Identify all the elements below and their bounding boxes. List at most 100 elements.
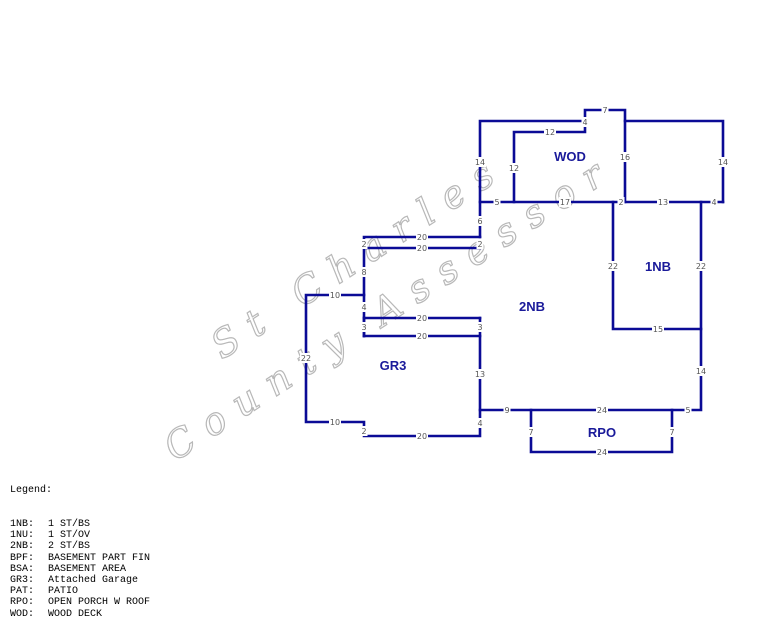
legend-item: WOD: WOOD DECK [10, 609, 150, 620]
area-label-wod: WOD [554, 149, 586, 164]
dimension-label-bg [607, 261, 619, 271]
legend-title: Legend: [10, 485, 53, 497]
dimension-label-bg [416, 313, 428, 323]
left-wing [304, 293, 482, 438]
legend-desc: WOOD DECK [48, 608, 103, 620]
dimension-label-bg [503, 405, 511, 415]
dimension-label: 4 [361, 303, 366, 312]
legend-desc: BASEMENT AREA [48, 563, 127, 575]
dimension-label: 20 [417, 244, 427, 253]
dimension-label-bg [695, 366, 707, 376]
dimension-label-bg [544, 127, 556, 137]
dimension-label-bg [329, 417, 341, 427]
legend-item: BSA: BASEMENT AREA [10, 564, 150, 575]
area-label-rpo: RPO [588, 425, 616, 440]
nb1-outline [611, 200, 703, 331]
dimension-label: 14 [475, 158, 485, 167]
dimension-label-bg [596, 405, 608, 415]
dimension-label: 2 [361, 427, 366, 436]
dimension-label: 4 [711, 198, 716, 207]
legend-code: 1NB: [10, 519, 35, 531]
dimension-label-bg [476, 322, 484, 332]
dimension-label: 24 [597, 448, 607, 457]
main-bottom-right [478, 200, 703, 412]
legend-code: PAT: [10, 586, 35, 598]
dimension-label: 14 [696, 367, 706, 376]
legend-desc: PATIO [48, 586, 79, 598]
dimension-label: 5 [494, 198, 499, 207]
dimension-label: 5 [685, 406, 690, 415]
legend-desc: OPEN PORCH W ROOF [48, 597, 151, 609]
dimension-label-bg [360, 322, 368, 332]
wod-outline [478, 108, 627, 239]
dimension-label-bg [617, 197, 625, 207]
legend-item: 2NB:2 ST/BS [10, 541, 150, 552]
dimension-label: 15 [653, 325, 663, 334]
dimension-label: 3 [477, 323, 482, 332]
dimension-label-bg [601, 105, 609, 115]
dimension-label-bg [717, 157, 729, 167]
dimension-label-bg [695, 261, 707, 271]
dimension-label: 2 [477, 240, 482, 249]
dimension-label: 20 [417, 233, 427, 242]
area-label-2nb: 2NB [519, 299, 545, 314]
area-label-1nb: 1NB [645, 259, 671, 274]
dimension-label: 2 [618, 198, 623, 207]
legend-code: BPF: [10, 552, 35, 564]
dimension-label-bg [652, 324, 664, 334]
dimension-label-bg [360, 239, 368, 249]
dimension-label-bg [476, 216, 484, 226]
right-block [623, 119, 725, 204]
dimension-label: 10 [330, 291, 340, 300]
area-label-gr3: GR3 [380, 358, 407, 373]
legend-item: 1NU:1 ST/OV [10, 530, 150, 541]
legend-item: BPF: BASEMENT PART FIN [10, 553, 150, 564]
dimension-label: 7 [528, 428, 533, 437]
legend-code: RPO: [10, 597, 35, 609]
dimension-label-bg [596, 447, 608, 457]
dimension-label-bg [416, 232, 428, 242]
dimension-label: 16 [620, 153, 630, 162]
dimension-label: 13 [475, 370, 485, 379]
dimension-label-bg [360, 267, 368, 277]
legend-code: BSA: [10, 563, 35, 575]
dimension-label: 22 [608, 262, 618, 271]
dimension-label-bg [329, 290, 341, 300]
dimension-label: 12 [545, 128, 555, 137]
dimension-label-bg [684, 405, 692, 415]
dimension-label-bg [476, 239, 484, 249]
dimension-label-bg [474, 369, 486, 379]
dimension-label-bg [476, 418, 484, 428]
dimension-label-bg [416, 431, 428, 441]
dimension-label: 12 [509, 164, 519, 173]
dimension-label: 17 [560, 198, 570, 207]
legend-code: WOD: [10, 608, 35, 620]
watermark: St Charles County Assessor [155, 144, 624, 470]
legend-desc: BASEMENT PART FIN [48, 552, 151, 564]
dimension-label-bg [416, 331, 428, 341]
dimension-label: 10 [330, 418, 340, 427]
dimension-label: 9 [504, 406, 509, 415]
dimension-label: 2 [361, 240, 366, 249]
dimension-label-bg [416, 243, 428, 253]
dimension-label: 22 [696, 262, 706, 271]
legend-item: 1NB:1 ST/BS [10, 519, 150, 530]
dimension-label: 4 [477, 419, 482, 428]
legend-desc: 2 ST/BS [48, 541, 91, 553]
legend-desc: Attached Garage [48, 575, 139, 587]
legend-code: GR3: [10, 575, 35, 587]
legend-item: GR3: Attached Garage [10, 575, 150, 586]
dimension-label-bg [508, 163, 520, 173]
dimension-label-bg [668, 427, 676, 437]
dimension-label-bg [493, 197, 501, 207]
dimension-label-bg [657, 197, 669, 207]
dimension-label: 20 [417, 432, 427, 441]
dimension-label: 7 [602, 106, 607, 115]
legend-item: PAT: PATIO [10, 586, 150, 597]
dimension-label: 20 [417, 332, 427, 341]
dimension-label: 3 [361, 323, 366, 332]
dimension-label: 22 [301, 354, 311, 363]
dimension-label: 14 [718, 158, 728, 167]
